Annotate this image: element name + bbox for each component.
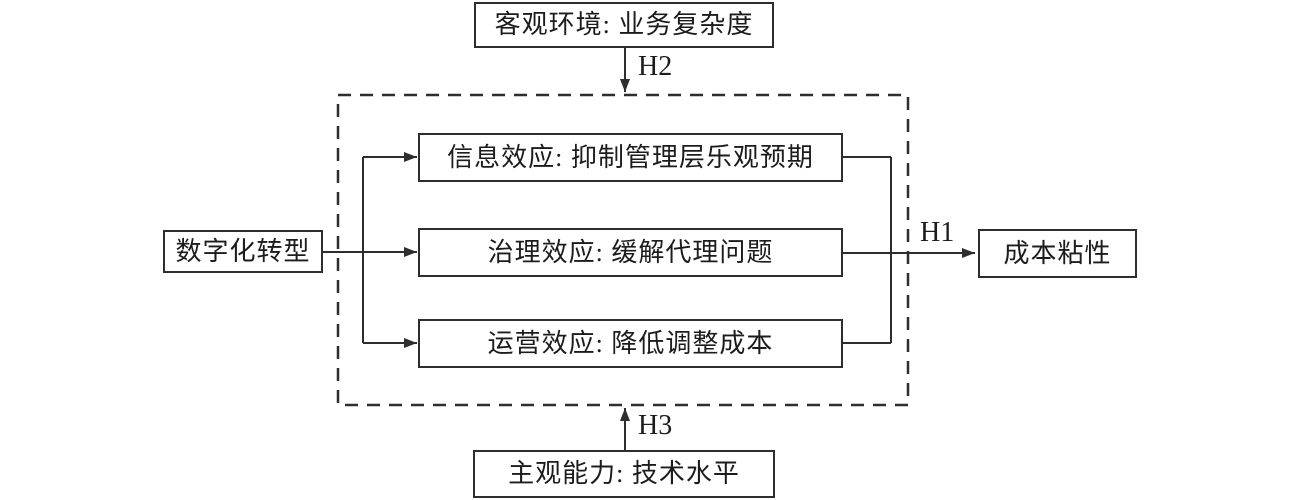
hypothesis-h3-label: H3: [638, 410, 673, 441]
moderator-bottom-label: 主观能力: 技术水平: [508, 459, 740, 488]
mediator-information-effect-label: 信息效应: 抑制管理层乐观预期: [447, 142, 814, 172]
mediator-governance-effect-box: 治理效应: 缓解代理问题: [418, 228, 843, 277]
mediator-operation-effect-label: 运营效应: 降低调整成本: [487, 328, 774, 358]
independent-variable-label: 数字化转型: [175, 236, 311, 266]
hypothesis-h2-label: H2: [638, 51, 673, 82]
mediator-information-effect-box: 信息效应: 抑制管理层乐观预期: [418, 133, 843, 182]
moderator-top-label: 客观环境: 业务复杂度: [494, 10, 754, 39]
mediator-governance-effect-label: 治理效应: 缓解代理问题: [487, 237, 774, 267]
moderator-bottom-box: 主观能力: 技术水平: [473, 450, 775, 498]
moderator-top-box: 客观环境: 业务复杂度: [474, 2, 774, 48]
independent-variable-box: 数字化转型: [163, 230, 323, 273]
dependent-variable-label: 成本粘性: [1003, 238, 1112, 268]
hypothesis-h1-label: H1: [920, 217, 955, 248]
mediator-operation-effect-box: 运营效应: 降低调整成本: [418, 319, 843, 368]
dependent-variable-box: 成本粘性: [978, 229, 1137, 278]
